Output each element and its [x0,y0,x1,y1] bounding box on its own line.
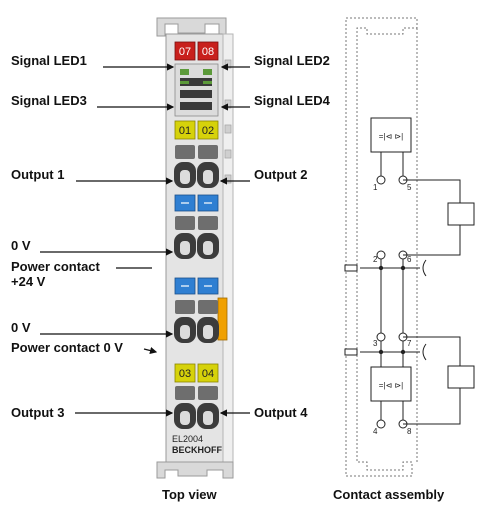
label-signal-led3: Signal LED3 [11,93,87,108]
brand-text: BECKHOFF [172,445,222,455]
label-plus-24v: +24 V [11,274,46,289]
led-04 [197,363,219,383]
label-power-contact: Power contact [11,259,100,274]
output-switch-top [370,117,412,153]
led-04-text: 04 [202,368,214,380]
terminal-top-view: 07 08 01 02 03 04 EL2004 BECKHOFF [156,17,234,479]
pin-5: 5 [407,183,412,192]
contact-row-output-1-2 [174,145,219,188]
external-load-top [403,179,475,256]
pin-4: 4 [373,427,378,436]
contact-row-0v [174,216,219,259]
led-08-text: 08 [202,46,214,58]
label-signal-led4: Signal LED4 [254,93,330,108]
pin-8: 8 [407,427,412,436]
contact-row-0v-b [174,300,219,343]
svg-text:=|⊲ ⊳|: =|⊲ ⊳| [379,381,403,390]
led-02-text: 02 [202,125,214,137]
external-load-bottom [403,336,475,425]
pin-1: 1 [373,183,378,192]
led-07-text: 07 [179,46,191,58]
pin-3: 3 [373,339,378,348]
power-contact-orange [217,297,228,341]
led-02 [197,120,219,140]
pin-6: 6 [407,255,412,264]
leader-lines [40,63,250,417]
led-01-text: 01 [179,125,191,137]
led-03-text: 03 [179,368,191,380]
pin-7: 7 [407,339,412,348]
led-01 [174,120,196,140]
label-output-3: Output 3 [11,405,65,420]
model-text: EL2004 [172,434,203,444]
svg-text:=|⊲ ⊳|: =|⊲ ⊳| [379,132,403,141]
led-08 [197,41,219,61]
led-07 [174,41,196,61]
label-output-2: Output 2 [254,167,308,182]
label-0v-a: 0 V [11,238,31,253]
label-power-contact-0v: Power contact 0 V [11,340,123,355]
caption-contact-assembly: Contact assembly [333,487,445,502]
label-signal-led1: Signal LED1 [11,53,87,68]
pin-2: 2 [373,255,378,264]
contact-row-output-3-4 [174,386,219,429]
label-0v-b: 0 V [11,320,31,335]
label-output-1: Output 1 [11,167,65,182]
output-switch-bottom [370,366,412,402]
label-output-4: Output 4 [254,405,308,420]
caption-top-view: Top view [162,487,217,502]
label-signal-led2: Signal LED2 [254,53,330,68]
led-03 [174,363,196,383]
contact-assembly: =|⊲ ⊳| =|⊲ ⊳| [344,17,475,477]
